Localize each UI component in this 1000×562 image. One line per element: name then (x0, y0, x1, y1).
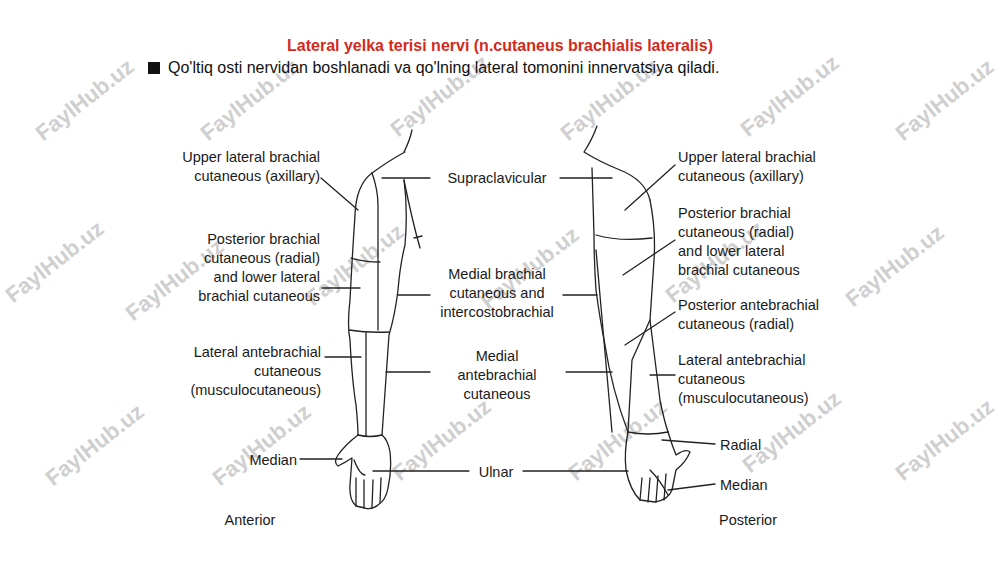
nerve-label: Anterior (205, 511, 295, 530)
nerve-label: Median (720, 476, 800, 495)
nerve-label: Posterior (703, 511, 793, 530)
bullet-square (148, 62, 160, 74)
watermark: FaylHub.uz (121, 234, 229, 327)
watermark: FaylHub.uz (564, 394, 672, 487)
slide-title: Lateral yelka terisi nervi (n.cutaneus b… (0, 37, 1000, 55)
nerve-label: Median (217, 451, 297, 470)
nerve-label: Posterior brachial cutaneous (radial) an… (678, 204, 818, 280)
watermark: FaylHub.uz (208, 399, 316, 492)
bullet-text: Qo'ltiq osti nervidan boshlanadi va qo'l… (168, 59, 719, 77)
watermark: FaylHub.uz (891, 394, 999, 487)
watermark: FaylHub.uz (41, 399, 149, 492)
nerve-label: Radial (720, 436, 800, 455)
nerve-label: Upper lateral brachial cutaneous (axilla… (678, 148, 843, 186)
nerve-label: Upper lateral brachial cutaneous (axilla… (160, 148, 320, 186)
nerve-label: Lateral antebrachial cutaneous (musculoc… (190, 343, 321, 400)
watermark: FaylHub.uz (841, 220, 949, 313)
watermark: FaylHub.uz (31, 54, 139, 147)
nerve-label: Supraclavicular (432, 169, 562, 188)
nerve-label: Lateral antebrachial cutaneous (musculoc… (678, 351, 828, 408)
watermark: FaylHub.uz (1, 216, 109, 309)
nerve-label: Ulnar (456, 463, 536, 482)
nerve-label: Posterior antebrachial cutaneous (radial… (678, 296, 843, 334)
nerve-label: Posterior brachial cutaneous (radial) an… (180, 230, 320, 306)
watermark: FaylHub.uz (891, 54, 999, 147)
watermark: FaylHub.uz (736, 50, 844, 143)
nerve-label: Medial antebrachial cutaneous (458, 347, 537, 404)
nerve-label: Medial brachial cutaneous and intercosto… (435, 265, 559, 322)
